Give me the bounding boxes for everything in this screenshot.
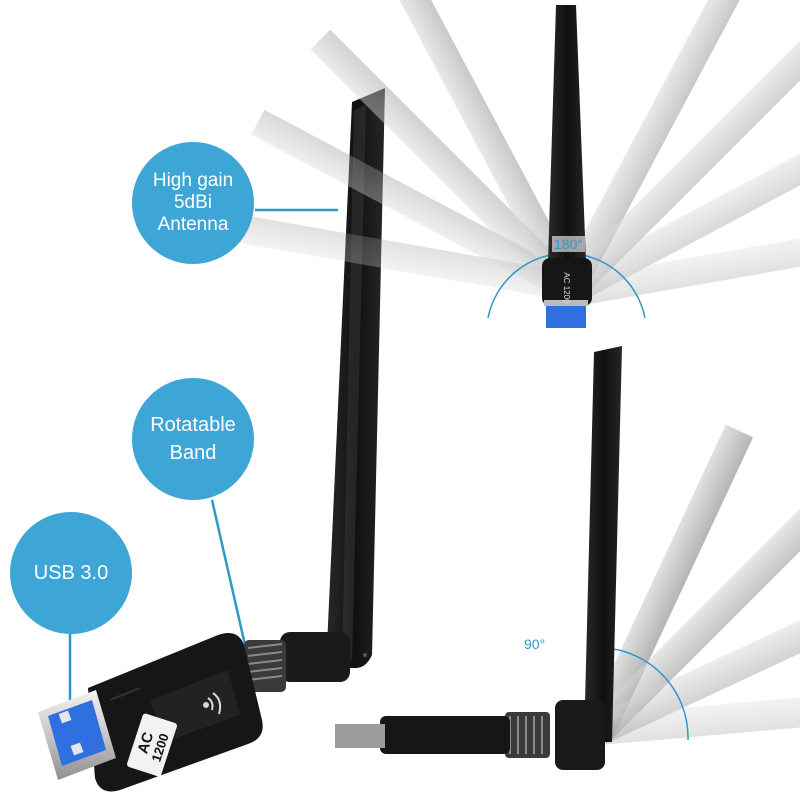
sma-connector (244, 640, 286, 692)
svg-text:AC 1200: AC 1200 (562, 272, 571, 304)
antenna-swivel-joint (280, 632, 350, 682)
band-callout-bubble: Rotatable Band (132, 378, 254, 500)
badge-ac-text: AC (134, 730, 157, 756)
upright-antenna-90 (584, 346, 622, 742)
band-callout-line2: Band (169, 442, 217, 464)
upright-antenna-180 (548, 5, 586, 262)
band-connector-line (210, 499, 247, 646)
angle-label-180: 180° (552, 236, 585, 252)
antenna-callout-line1: High gain (152, 170, 234, 192)
ac1200-badge: AC 1200 (127, 713, 177, 777)
wifi-logo (203, 692, 222, 715)
ghost-antennas-180 (218, 0, 800, 306)
swivel-joint-90 (555, 700, 605, 770)
rotation-demo-90 (335, 346, 800, 770)
antenna-callout-line2: 5dBi (173, 192, 213, 214)
antenna-callout-bubble: High gain 5dBi Antenna (132, 142, 254, 264)
usb-callout-bubble: USB 3.0 (10, 512, 132, 634)
ghost-antennas-90 (586, 424, 800, 745)
usb-dongle-body (88, 632, 263, 792)
rotation-demo-180: AC 1200 (218, 0, 800, 328)
angle-label-90: 90° (524, 636, 546, 652)
dongle-body-180 (542, 258, 592, 306)
sma-connector-90 (505, 712, 550, 758)
usb-plug (38, 690, 116, 780)
band-callout-line1: Rotatable (150, 414, 236, 436)
dongle-body-90 (380, 716, 510, 754)
antenna-callout-line3: Antenna (157, 213, 229, 235)
usb-callout-line1: USB 3.0 (33, 561, 109, 584)
usb-plug-90 (335, 724, 385, 748)
